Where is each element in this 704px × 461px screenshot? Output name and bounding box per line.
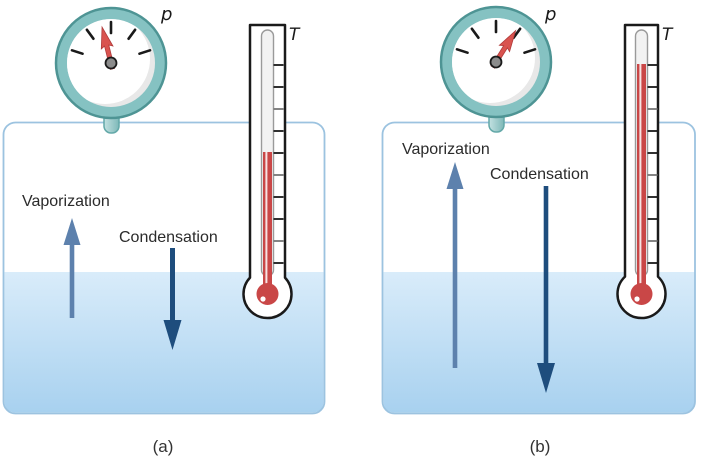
gauge-tick xyxy=(523,47,537,55)
liquid xyxy=(383,272,695,413)
pressure-gauge-icon xyxy=(54,6,168,134)
container-border xyxy=(381,121,696,415)
condensation-label: Condensation xyxy=(119,229,218,246)
vaporization-arrow-icon xyxy=(63,218,81,318)
bulb-highlight xyxy=(260,296,266,302)
condensation-label: Condensation xyxy=(490,166,589,183)
gauge-tick xyxy=(470,27,480,40)
mercury-highlight xyxy=(639,64,642,294)
mercury-column xyxy=(637,64,646,294)
gauge-pivot xyxy=(104,56,118,70)
gauge-tick xyxy=(138,48,152,56)
thermometer-bulb xyxy=(630,283,653,305)
gauge-label: p xyxy=(160,4,172,25)
mercury-column xyxy=(263,152,272,294)
thermometer-icon xyxy=(242,23,293,320)
condensation-arrow-icon xyxy=(163,248,182,350)
panel-a: p T Vaporization xyxy=(2,4,326,456)
vaporization-label: Vaporization xyxy=(402,141,490,158)
panel-caption: (b) xyxy=(530,437,551,456)
gauge-face xyxy=(67,19,150,104)
gauge-tick xyxy=(127,28,137,41)
mercury-highlight xyxy=(265,152,268,294)
liquid xyxy=(4,272,324,413)
panel-b: p T Vaporization xyxy=(381,4,696,456)
thermometer-ticks xyxy=(273,64,284,264)
vaporization-arrow-icon xyxy=(446,162,464,368)
gauge-tick xyxy=(85,28,95,41)
gauge-pivot xyxy=(489,55,503,69)
gauge-label: p xyxy=(544,4,556,25)
condensation-arrow-icon xyxy=(537,186,555,393)
thermometer-label: T xyxy=(289,25,301,45)
panel-caption: (a) xyxy=(153,437,174,456)
gauge-tick xyxy=(512,27,522,40)
vaporization-label: Vaporization xyxy=(22,193,110,210)
pressure-gauge-icon xyxy=(439,5,553,133)
thermometer-ticks xyxy=(647,64,658,264)
thermometer-bulb xyxy=(256,283,279,305)
gauge-ticks xyxy=(455,19,537,55)
container-border xyxy=(2,121,326,415)
thermometer-icon xyxy=(616,23,667,320)
gauge-tick xyxy=(70,48,84,56)
bulb-highlight xyxy=(634,296,640,302)
thermometer-label: T xyxy=(662,25,674,45)
gauge-tick xyxy=(455,47,469,55)
gauge-ticks xyxy=(70,20,152,56)
